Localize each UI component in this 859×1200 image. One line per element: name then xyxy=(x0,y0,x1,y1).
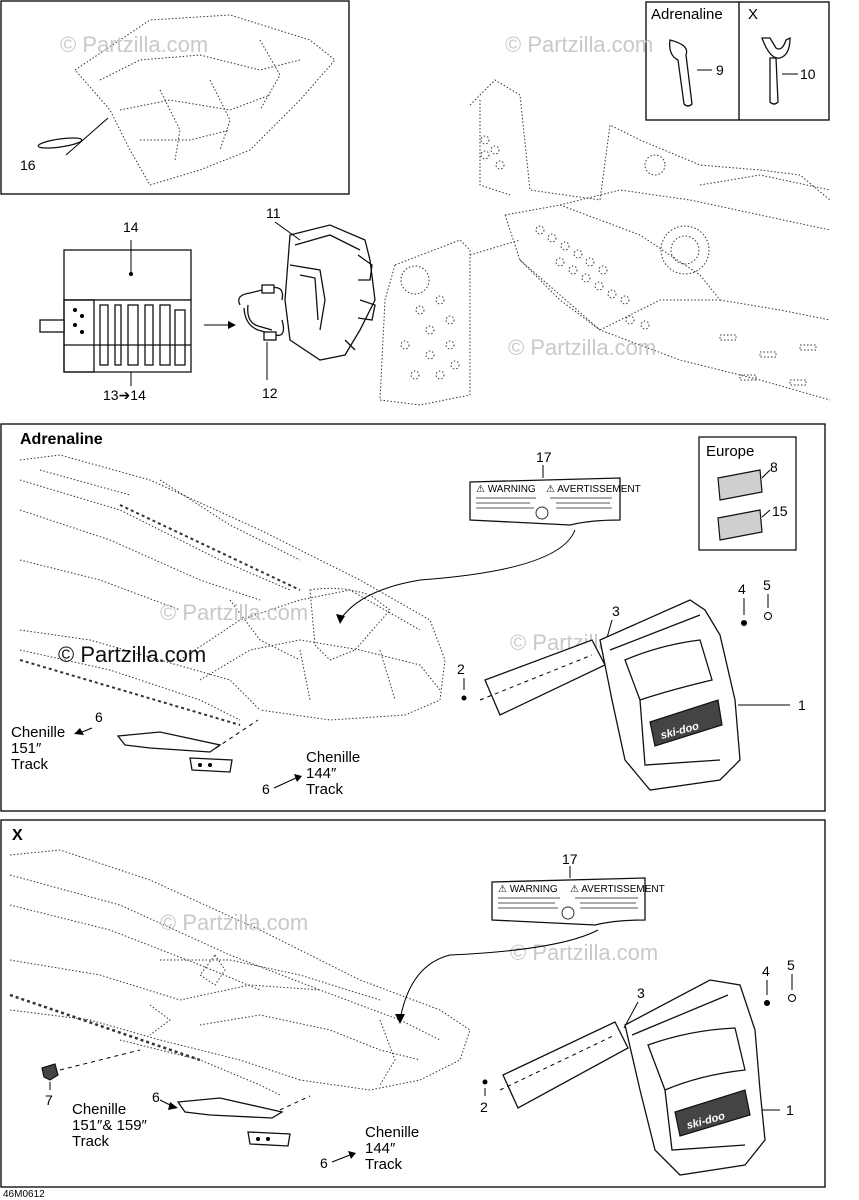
x-part-1-label[interactable]: 1 xyxy=(786,1102,794,1118)
part-4-label[interactable]: 4 xyxy=(738,581,746,597)
part-12-strap[interactable] xyxy=(238,284,285,341)
x-part-4-washer[interactable] xyxy=(764,1000,770,1006)
part-9-wrench[interactable] xyxy=(669,39,693,107)
x-part-5-label[interactable]: 5 xyxy=(787,957,795,973)
x-decal-warning-left: ⚠ WARNING xyxy=(498,884,558,895)
x-track-144-line2: 144″ xyxy=(365,1140,396,1157)
track-144-line3: Track xyxy=(306,781,343,798)
x-part-17-decal[interactable]: ⚠ WARNING ⚠ AVERTISSEMENT xyxy=(491,877,665,926)
part-6a-bracket[interactable] xyxy=(116,731,222,753)
adrenaline-title: Adrenaline xyxy=(20,431,103,448)
x-part-2-label[interactable]: 2 xyxy=(480,1099,488,1115)
watermark: © Partzilla.com xyxy=(160,910,308,935)
part-5-nut[interactable] xyxy=(764,612,772,620)
part-7-clip[interactable] xyxy=(41,1063,59,1081)
part-1-mudflap[interactable]: ski-doo xyxy=(599,599,741,791)
part-13-14-label[interactable]: 13➔14 xyxy=(103,387,146,403)
x-track-151-line2: 151″& 159″ xyxy=(72,1117,148,1134)
watermark: © Partzilla.com xyxy=(160,600,308,625)
x-section: X © Partzilla.com © Partzilla.com ⚠ WARN… xyxy=(0,819,826,1188)
track-151-line1: Chenille xyxy=(11,724,65,741)
belly-pan-drawing xyxy=(74,14,336,186)
track-151-line2: 151″ xyxy=(11,740,42,757)
part-2-screw[interactable] xyxy=(461,695,467,701)
decal-warning-left: ⚠ WARNING xyxy=(476,484,536,495)
x-part-6b-label[interactable]: 6 xyxy=(320,1155,328,1171)
top-inset-frame xyxy=(0,0,350,195)
part-2-label[interactable]: 2 xyxy=(457,661,465,677)
part-3-label[interactable]: 3 xyxy=(612,603,620,619)
watermark: © Partzilla.com xyxy=(508,335,656,360)
tools-title-adrenaline: Adrenaline xyxy=(651,6,723,23)
x-part-6a-label[interactable]: 6 xyxy=(152,1089,160,1105)
x-part-3-label[interactable]: 3 xyxy=(637,985,645,1001)
tools-title-x: X xyxy=(748,6,758,23)
tunnel-drawing xyxy=(469,79,831,401)
x-track-144-line1: Chenille xyxy=(365,1124,419,1141)
part-8-label[interactable]: 8 xyxy=(770,459,778,475)
part-15-label[interactable]: 15 xyxy=(772,503,788,519)
track-144-line1: Chenille xyxy=(306,749,360,766)
x-part-17-label[interactable]: 17 xyxy=(562,851,578,867)
x-title: X xyxy=(12,827,23,844)
part-14-label[interactable]: 14 xyxy=(123,219,139,235)
part-9-label[interactable]: 9 xyxy=(716,62,724,78)
x-part-5-nut[interactable] xyxy=(788,994,796,1002)
part-10-label[interactable]: 10 xyxy=(800,66,816,82)
watermark: © Partzilla.com xyxy=(58,642,206,667)
part-7-label[interactable]: 7 xyxy=(45,1092,53,1108)
x-part-4-label[interactable]: 4 xyxy=(762,963,770,979)
tools-inset-frame xyxy=(645,1,830,121)
part-14-toolkit[interactable] xyxy=(39,249,192,373)
x-part-6a-bracket[interactable] xyxy=(176,1097,284,1119)
part-12-label[interactable]: 12 xyxy=(262,385,278,401)
part-17-label[interactable]: 17 xyxy=(536,449,552,465)
part-17-decal[interactable]: ⚠ WARNING ⚠ AVERTISSEMENT xyxy=(469,477,641,526)
x-frame xyxy=(0,819,826,1188)
europe-title: Europe xyxy=(706,443,754,460)
x-decal-warning-right: ⚠ AVERTISSEMENT xyxy=(570,884,665,895)
part-5-label[interactable]: 5 xyxy=(763,577,771,593)
adrenaline-studs xyxy=(19,504,301,726)
leader-16 xyxy=(65,117,109,156)
bracket-drawing xyxy=(379,239,521,406)
track-144-line2: 144″ xyxy=(306,765,337,782)
tunnel-slots xyxy=(719,334,817,386)
track-151-line3: Track xyxy=(11,756,48,773)
x-part-2-screw[interactable] xyxy=(482,1079,488,1085)
part-8-reflector[interactable] xyxy=(717,469,763,501)
x-part-1-mudflap[interactable]: ski-doo xyxy=(624,979,766,1176)
part-6a-label[interactable]: 6 xyxy=(95,709,103,725)
upper-assembly: © Partzilla.com © Partzilla.com 11 xyxy=(39,32,831,406)
tools-inset: Adrenaline X 9 10 xyxy=(645,1,830,121)
x-track-151-line3: Track xyxy=(72,1133,109,1150)
x-part-3-plate[interactable] xyxy=(502,1021,629,1109)
part-11-label[interactable]: 11 xyxy=(266,205,281,221)
watermark: © Partzilla.com xyxy=(60,32,208,57)
top-inset: 16 © Partzilla.com xyxy=(0,0,350,195)
adrenaline-frame xyxy=(0,423,826,812)
part-1-label[interactable]: 1 xyxy=(798,697,806,713)
europe-inset: Europe 8 15 xyxy=(698,436,797,551)
part-4-washer[interactable] xyxy=(741,620,747,626)
adrenaline-section: Adrenaline Europe 8 15 xyxy=(0,423,826,812)
part-16-gasket[interactable] xyxy=(37,136,83,150)
part-16-label[interactable]: 16 xyxy=(20,157,36,173)
part-6b-label[interactable]: 6 xyxy=(262,781,270,797)
x-studs xyxy=(9,993,201,1062)
part-10-wrench[interactable] xyxy=(761,36,791,105)
tunnel-holes xyxy=(480,135,650,330)
diagram-code: 46M0612 xyxy=(3,1189,45,1200)
x-track-151-line1: Chenille xyxy=(72,1101,126,1118)
decal-warning-right: ⚠ AVERTISSEMENT xyxy=(546,484,641,495)
part-11-bag[interactable] xyxy=(284,224,376,361)
part-15-reflector[interactable] xyxy=(717,509,763,541)
watermark: © Partzilla.com xyxy=(510,940,658,965)
watermark: © Partzilla.com xyxy=(505,32,653,57)
x-track-144-line3: Track xyxy=(365,1156,402,1173)
x-tunnel-drawing xyxy=(9,849,471,1096)
adrenaline-tunnel-drawing xyxy=(19,454,446,721)
